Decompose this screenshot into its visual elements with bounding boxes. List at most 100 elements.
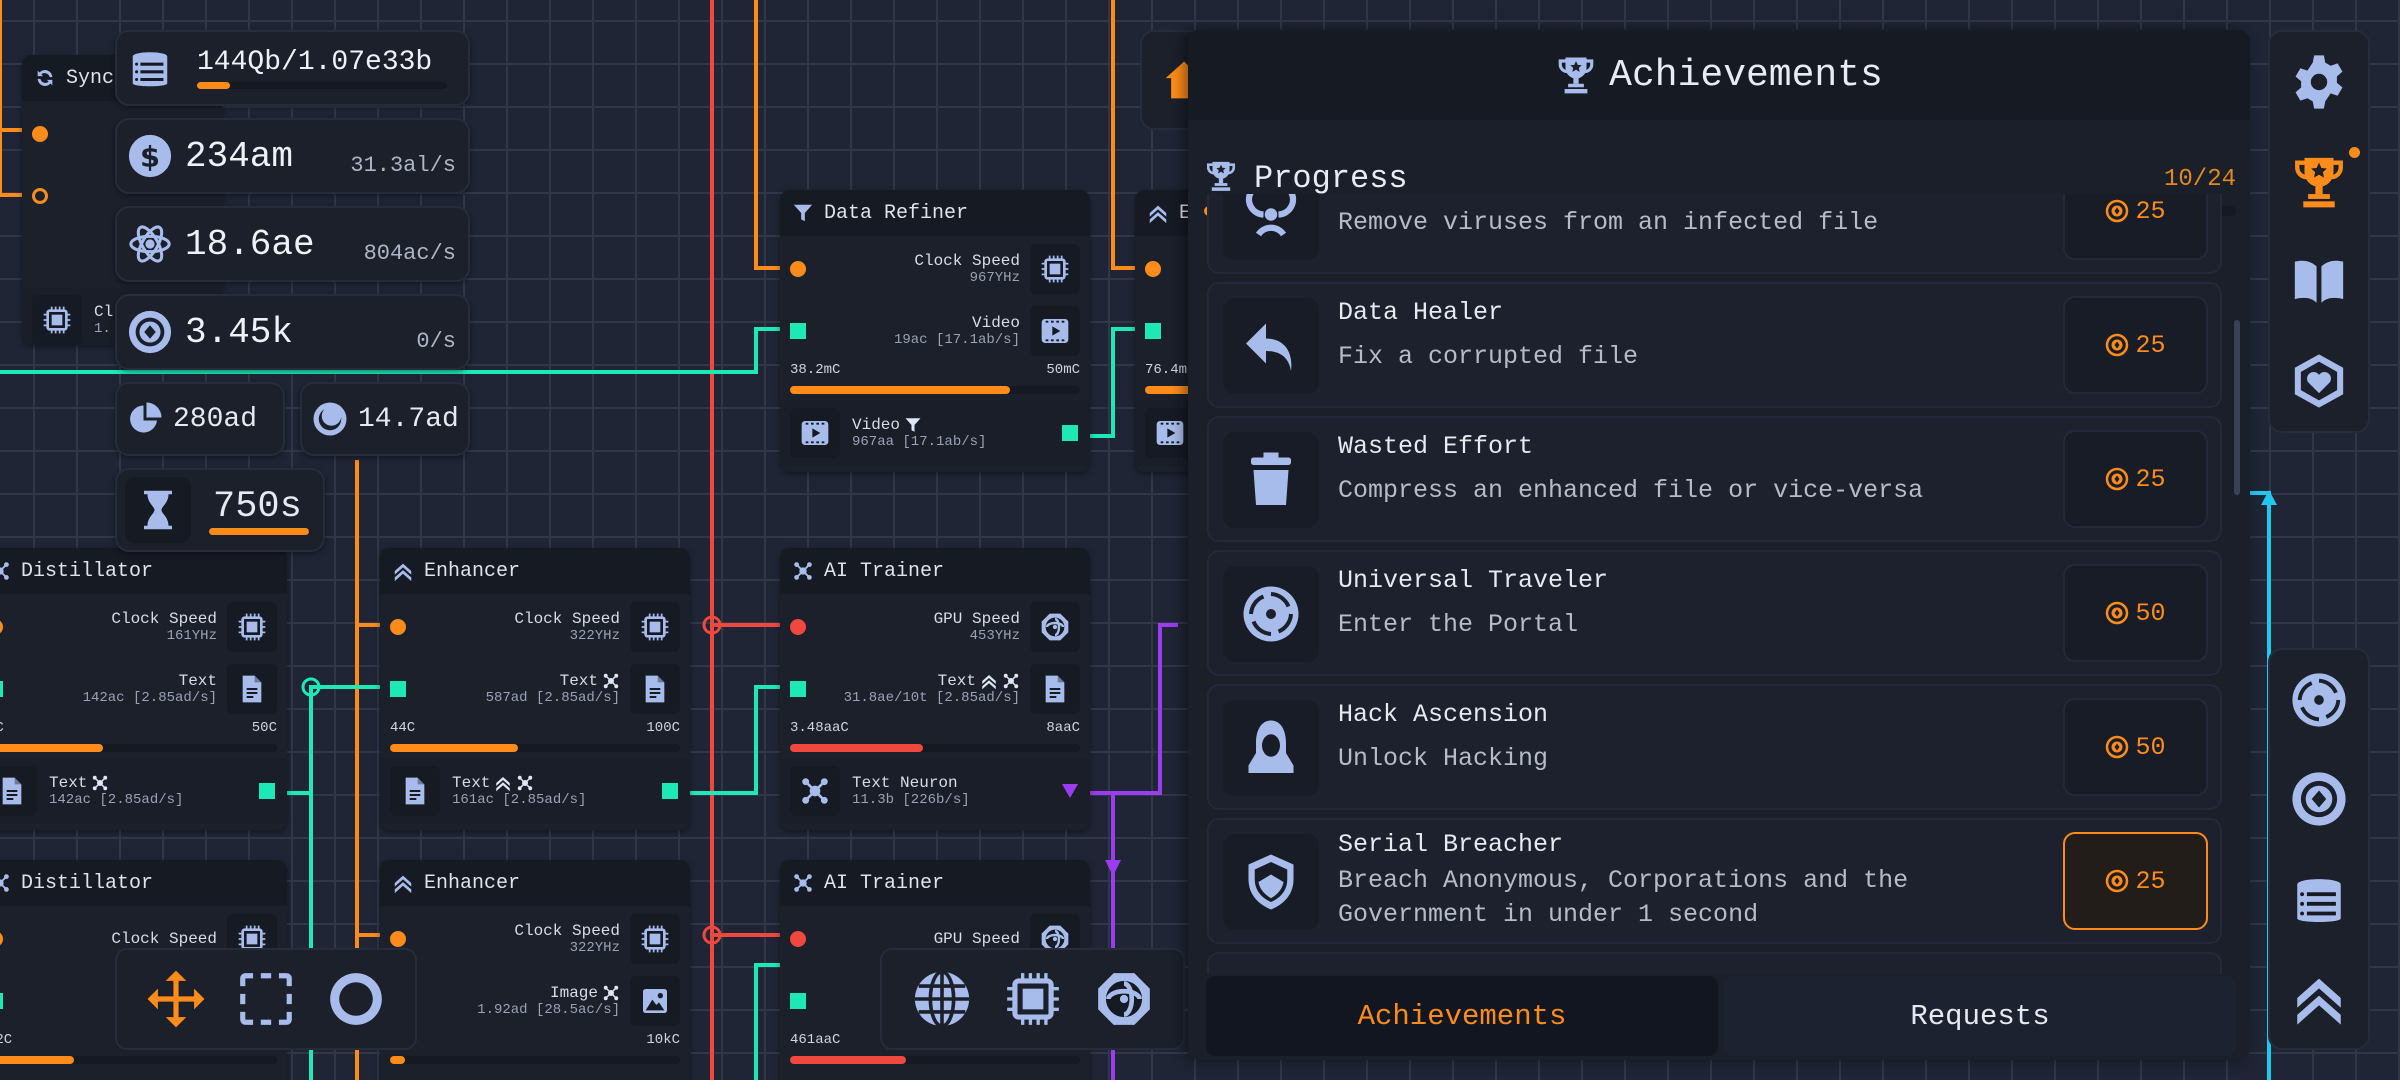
hardware-toolbar [880,948,1185,1050]
trophy-button[interactable] [2290,146,2360,211]
neuron-icon [0,560,11,582]
reward-amount: 25 [2135,464,2166,494]
hex-heart-button[interactable] [2290,352,2348,410]
wire-teal [0,327,795,374]
pie-chart-icon [127,401,163,437]
reward-button[interactable]: 25 [2063,194,2208,260]
select-button[interactable] [235,968,297,1030]
storage-value: 144Qb/1.07e33b [197,47,433,78]
portal-button[interactable] [2290,671,2348,729]
node-header[interactable]: AI Trainer [780,860,1090,906]
globe-button[interactable] [911,968,973,1030]
move-button[interactable] [145,968,207,1030]
input-port[interactable] [390,681,406,697]
gpu-button[interactable] [1093,968,1155,1030]
achievements-panel: Achievements Progress 10/24 Remove virus… [1188,30,2250,1060]
coin-icon [2290,770,2348,828]
node-header[interactable]: Enhancer [380,860,690,906]
ring-button[interactable] [325,968,387,1030]
input-port[interactable] [1145,323,1161,339]
node-header[interactable]: AI Trainer [780,548,1090,594]
input-port[interactable] [1145,261,1161,277]
achievement-item: Data Healer Fix a corrupted file 25 [1207,282,2222,408]
coin-icon [127,309,173,355]
database-icon [127,45,173,91]
share-stat[interactable]: 280ad [115,382,285,456]
chevrons-icon [1147,202,1169,224]
input-port[interactable] [0,993,3,1009]
money-stat[interactable]: $ 234am 31.3al/s [115,118,470,194]
achievement-desc: Unlock Hacking [1338,744,1549,773]
input-port[interactable] [790,619,806,635]
input-port[interactable] [790,681,806,697]
input-port[interactable] [0,931,3,947]
output-port[interactable] [1062,425,1078,441]
timer-stat[interactable]: 750s [115,468,325,552]
input-port[interactable] [790,323,806,339]
node-title: AI Trainer [824,871,945,895]
node-header[interactable]: Distillator [0,860,287,906]
gear-button[interactable] [2290,53,2348,111]
coin-button[interactable] [2290,770,2348,828]
tab-achievements[interactable]: Achievements [1206,976,1718,1056]
input-port[interactable] [32,126,48,142]
reward-button[interactable]: 50 [2063,698,2208,796]
chevrons-button[interactable] [2290,969,2348,1027]
node-title: Distillator [21,559,154,583]
scrollbar[interactable] [2234,320,2240,495]
node-title: Enhancer [424,871,521,895]
output-port[interactable] [1062,784,1078,798]
progress-label: Progress [1254,160,1408,197]
output-port[interactable] [662,783,678,799]
reward-button[interactable]: 25 [2063,296,2208,394]
output-label: Text [452,774,491,792]
input-port[interactable] [0,619,3,635]
input-port[interactable] [390,931,406,947]
output-port[interactable] [259,783,275,799]
input-port[interactable] [790,993,806,1009]
node-header[interactable]: Enhancer [380,548,690,594]
research-stat[interactable]: 18.6ae 804ac/s [115,206,470,282]
tab-requests[interactable]: Requests [1724,976,2236,1056]
input-port[interactable] [32,188,48,204]
coin-icon [2105,196,2129,226]
database-button[interactable] [2290,870,2348,928]
node-input: GPU Speed [780,910,1090,968]
bar-min: 461aaC [790,1032,841,1048]
book-button[interactable] [2290,252,2348,310]
input-port[interactable] [0,681,3,697]
chevrons-icon [392,560,414,582]
coins-stat[interactable]: 3.45k 0/s [115,294,470,370]
input-label: Image [549,984,598,1002]
temperature-bar: 2C50C [0,718,287,758]
input-port[interactable] [790,261,806,277]
vision-stat[interactable]: 14.7ad [300,382,470,456]
cpu-button[interactable] [1002,968,1064,1030]
reward-button[interactable]: 25 [2063,430,2208,528]
chevrons-icon [2290,969,2348,1027]
achievement-list[interactable]: Remove viruses from an infected file 25 … [1188,194,2250,974]
sync-icon [34,67,56,89]
storage-stat[interactable]: 144Qb/1.07e33b [115,30,470,106]
input-label: Clock Speed [111,610,217,628]
node-header[interactable]: Data Refiner [780,190,1090,236]
reward-button[interactable]: 50 [2063,564,2208,662]
input-port[interactable] [790,931,806,947]
reward-amount: 25 [2135,866,2166,896]
reward-button[interactable]: 25 [2063,832,2208,930]
node-header[interactable]: Distillator [0,548,287,594]
input-port[interactable] [390,619,406,635]
achievement-desc: Compress an enhanced file or vice-versa [1338,476,1924,505]
achievement-item [1207,952,2222,974]
research-rate: 804ac/s [363,241,456,266]
achievement-item: Wasted Effort Compress an enhanced file … [1207,416,2222,542]
